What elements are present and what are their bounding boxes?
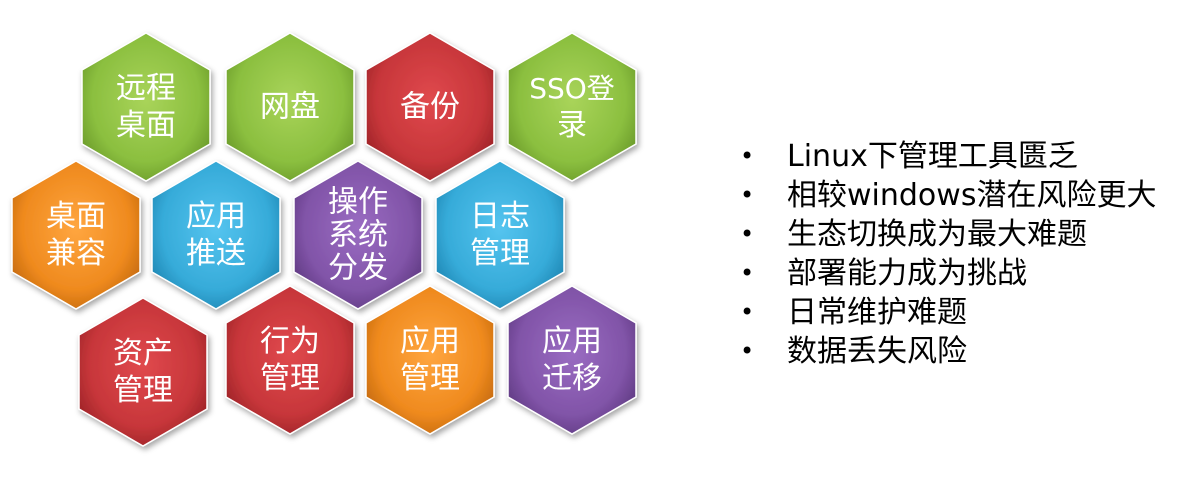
hexagon-label: 录 — [557, 108, 587, 143]
hexagon-label: 推送 — [186, 236, 246, 271]
bullet-item: 日常维护难题 — [740, 293, 1156, 332]
hexagon-shape — [81, 32, 211, 182]
hexagon-label: 管理 — [260, 361, 320, 396]
hexagon-label: 远程 — [116, 71, 176, 106]
hexagon-label: 日志 — [470, 199, 530, 234]
hexagon-label: 管理 — [400, 361, 460, 396]
hexagon-label: 管理 — [113, 373, 173, 408]
hexagon-label: 资产 — [113, 336, 173, 371]
hexagon-label: 管理 — [470, 236, 530, 271]
bullet-item: 相较windows潜在风险更大 — [740, 176, 1156, 215]
hexagon-shape — [435, 160, 565, 310]
hexagon-shape — [293, 160, 423, 310]
hexagon-label: 应用 — [400, 324, 460, 359]
hexagon-label: 迁移 — [542, 361, 602, 396]
hexagon-label: SSO登 — [529, 72, 615, 105]
hexagon-label: 桌面 — [46, 199, 106, 234]
hexagon-label: 应用 — [186, 199, 246, 234]
hexagon-3: 备份 — [365, 32, 495, 182]
bullet-item: 数据丢失风险 — [740, 332, 1156, 371]
hexagon-shape — [151, 160, 281, 310]
hexagon-label: 兼容 — [46, 236, 106, 271]
hexagon-shape — [225, 32, 355, 182]
hexagon-label: 网盘 — [260, 90, 320, 125]
hexagon-shape — [365, 285, 495, 435]
hexagon-label: 行为 — [260, 324, 320, 359]
hexagon-2: 网盘 — [225, 32, 355, 182]
bullet-item: 生态切换成为最大难题 — [740, 215, 1156, 254]
hexagon-shape — [225, 285, 355, 435]
hexagon-shape — [78, 297, 208, 447]
hexagon-label: 桌面 — [116, 108, 176, 143]
hexagon-label: 应用 — [542, 324, 602, 359]
hexagon-label: 分发 — [328, 251, 388, 286]
hexagon-shape — [507, 285, 637, 435]
hexagon-label: 备份 — [400, 90, 460, 125]
bullet-item: 部署能力成为挑战 — [740, 254, 1156, 293]
hexagon-label: 系统 — [328, 218, 388, 253]
hexagon-shape — [11, 160, 141, 310]
bullet-list: Linux下管理工具匮乏 相较windows潜在风险更大 生态切换成为最大难题 … — [740, 137, 1156, 371]
bullet-item: Linux下管理工具匮乏 — [740, 137, 1156, 176]
hexagon-shape — [507, 32, 637, 182]
hexagon-diagram: 远程桌面网盘备份SSO登录桌面兼容应用推送操作系统分发日志管理资产管理行为管理应… — [11, 32, 637, 447]
hexagon-shape — [365, 32, 495, 182]
hexagon-label: 操作 — [328, 185, 388, 220]
